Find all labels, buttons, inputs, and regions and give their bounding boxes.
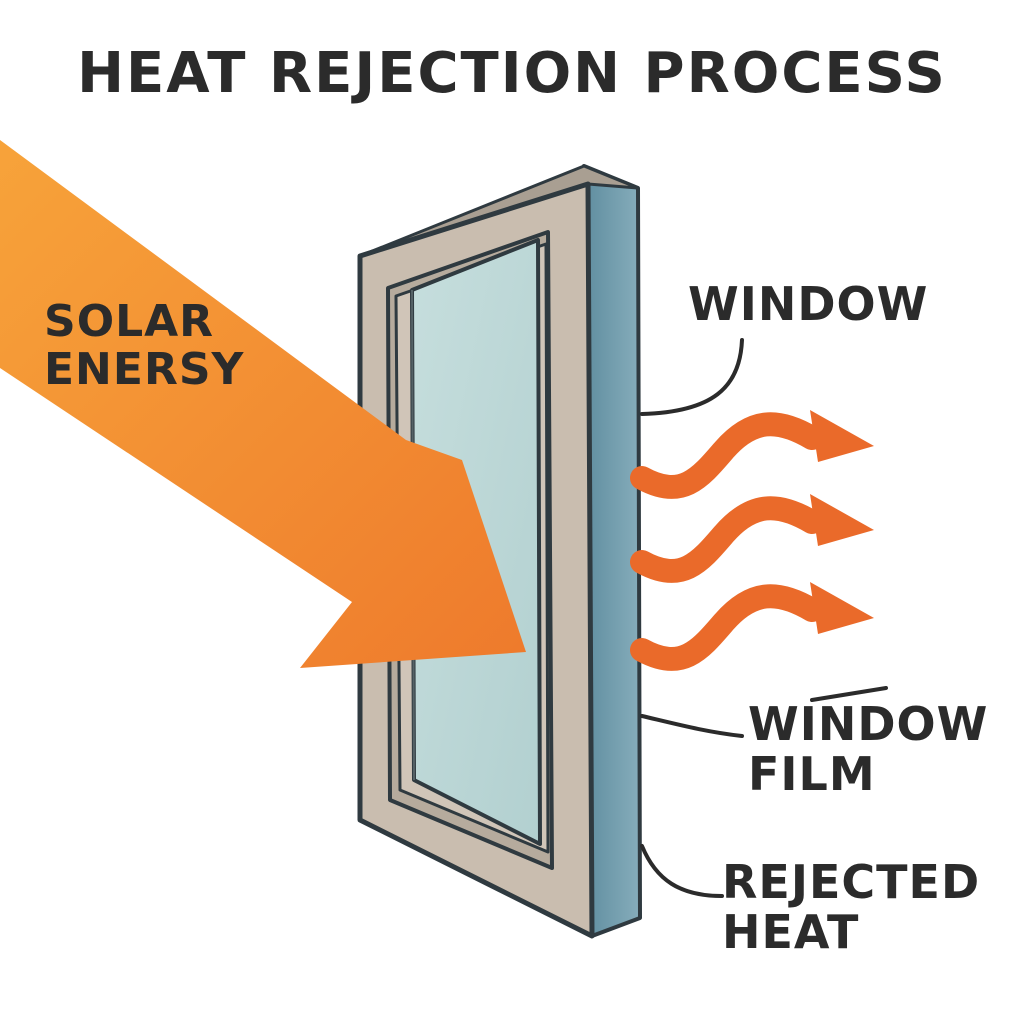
label-rejected-heat: REJECTED HEAT: [722, 855, 981, 959]
rejected-heat-arrows: [630, 410, 874, 671]
solar-energy-arrow: [0, 140, 526, 668]
leader-rejected-heat: [640, 844, 724, 898]
label-solar-energy-line-1: SOLAR: [44, 296, 215, 347]
label-rejected-heat-line-2: HEAT: [722, 904, 860, 959]
label-solar-energy: SOLAR ENERSY: [44, 298, 244, 393]
label-window-film-line-1: WINDOW: [748, 697, 989, 751]
leader-window: [640, 338, 744, 416]
heat-arrow-1: [630, 410, 874, 499]
diagram-title: HEAT REJECTION PROCESS: [77, 41, 947, 106]
label-rejected-heat-line-1: REJECTED: [722, 855, 981, 909]
heat-arrow-3: [630, 582, 874, 671]
heat-arrow-2: [630, 494, 874, 583]
leader-window-film: [640, 714, 744, 738]
leader-film-tick: [810, 686, 888, 702]
leader-lines: [640, 338, 888, 898]
label-window-film: WINDOW FILM: [748, 697, 989, 801]
label-window: WINDOW: [688, 277, 929, 331]
label-window-film-line-2: FILM: [748, 746, 876, 801]
label-solar-energy-line-2: ENERSY: [44, 343, 245, 395]
